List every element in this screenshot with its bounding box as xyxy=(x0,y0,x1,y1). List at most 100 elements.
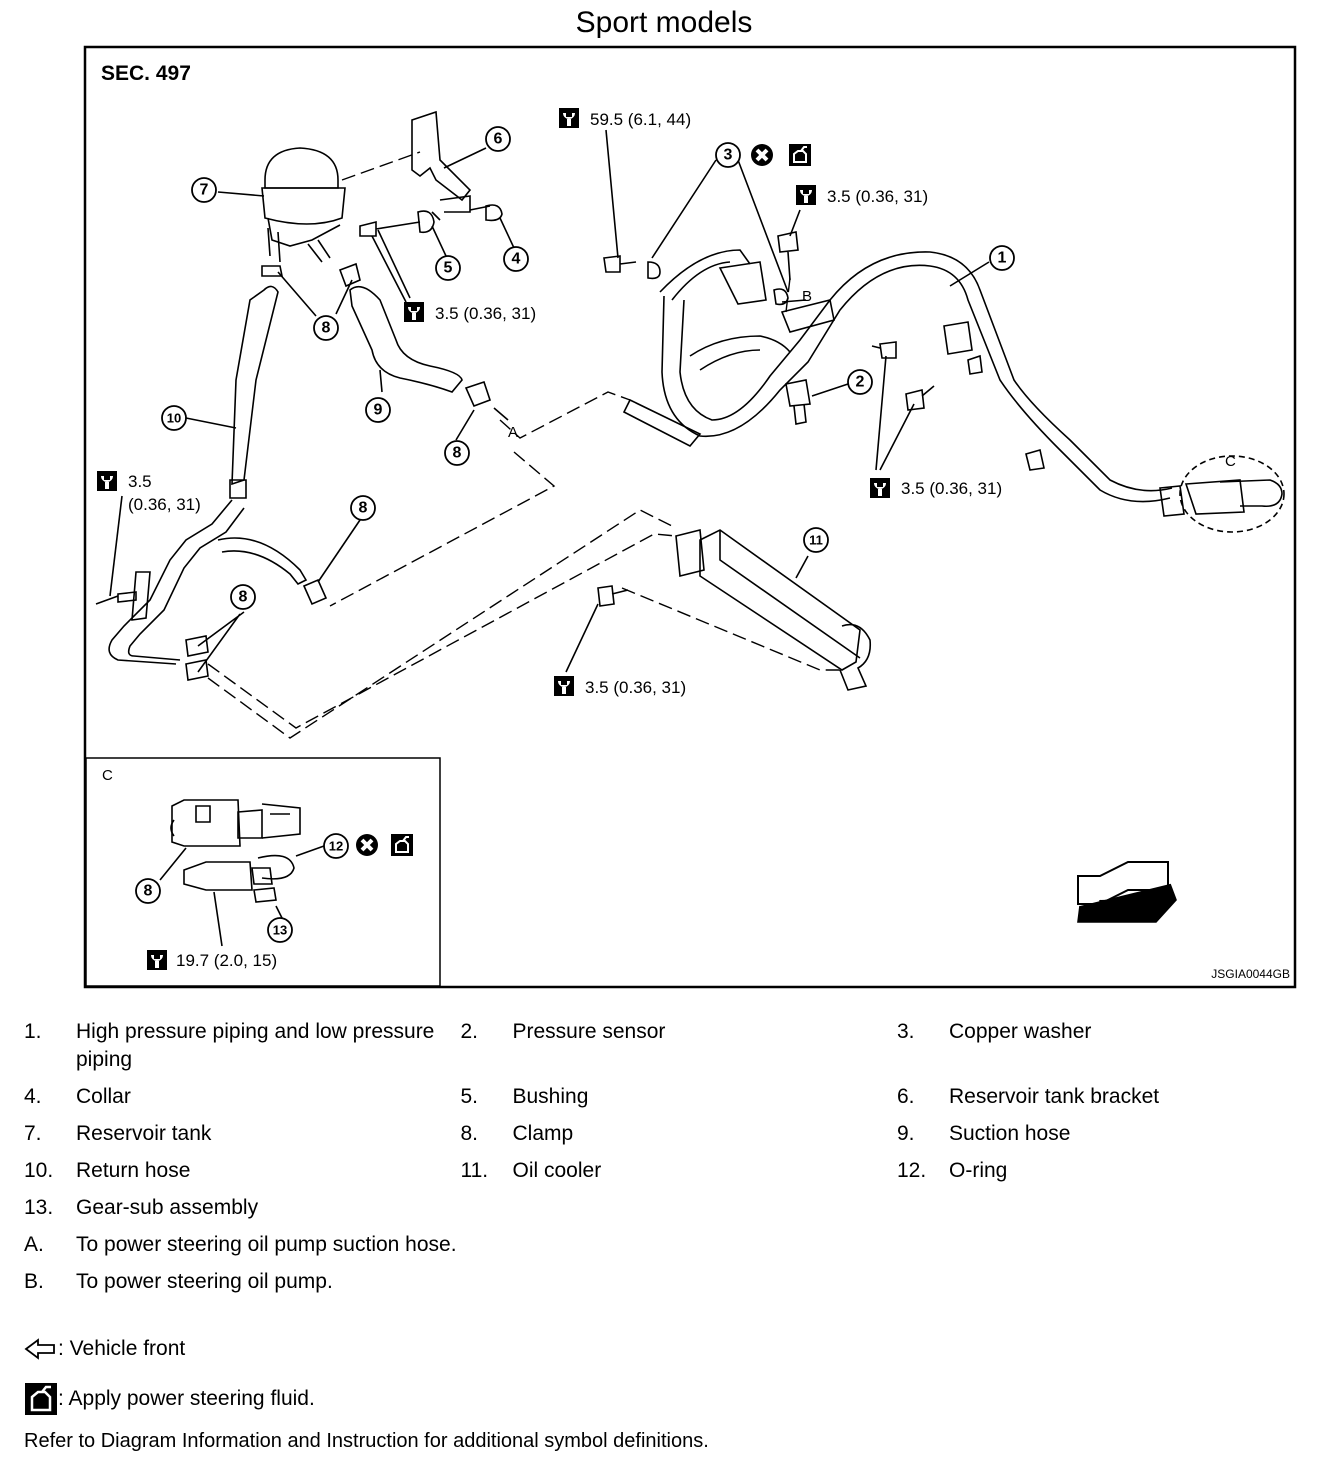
legend-text: To power steering oil pump. xyxy=(76,1270,333,1293)
svg-text:12: 12 xyxy=(329,839,343,854)
callout-8-d: 8 xyxy=(230,584,256,610)
legend-row: 13. Gear-sub assembly xyxy=(24,1194,1314,1222)
svg-text:7: 7 xyxy=(200,182,209,199)
legend-num: 8. xyxy=(460,1122,479,1145)
svg-text:13: 13 xyxy=(273,923,287,938)
legend-text: Gear-sub assembly xyxy=(76,1196,259,1219)
legend-num: 3. xyxy=(897,1020,915,1043)
callout-1: 1 xyxy=(989,245,1015,271)
legend-row: 1.High pressure piping and low pressure … xyxy=(24,1018,1314,1074)
callout-10: 10 xyxy=(161,405,187,431)
legend-num: A. xyxy=(24,1233,44,1256)
legend-text: Reservoir tank bracket xyxy=(949,1085,1160,1108)
ref-letter-c: C xyxy=(1225,453,1236,470)
replace-icon xyxy=(749,142,775,168)
ref-letter-a: A xyxy=(508,424,518,441)
legend-text: High pressure piping and low pressure pi… xyxy=(76,1020,435,1071)
legend-num: 2. xyxy=(460,1020,479,1043)
inset-frame xyxy=(85,757,441,987)
callout-8-b: 8 xyxy=(444,440,470,466)
svg-text:10: 10 xyxy=(167,411,181,426)
legend-num: 7. xyxy=(24,1122,42,1145)
callout-11: 11 xyxy=(803,527,829,553)
svg-text:9: 9 xyxy=(374,402,383,419)
parts-legend: 1.High pressure piping and low pressure … xyxy=(24,1018,1314,1305)
svg-text:8: 8 xyxy=(453,445,462,462)
legend-num: 9. xyxy=(897,1122,915,1145)
legend-num: 12. xyxy=(897,1159,927,1182)
legend-text: Oil cooler xyxy=(512,1159,602,1182)
callout-7: 7 xyxy=(191,177,217,203)
svg-text:1: 1 xyxy=(998,250,1007,267)
svg-text:5: 5 xyxy=(444,260,453,277)
torque-wrench-icon xyxy=(559,108,579,128)
torque-3-5-left-sub: (0.36, 31) xyxy=(128,495,201,514)
note-refer: Refer to Diagram Information and Instruc… xyxy=(24,1430,709,1453)
callout-9: 9 xyxy=(365,397,391,423)
legend-text: Reservoir tank xyxy=(76,1122,212,1145)
oil-can-icon xyxy=(25,1383,57,1415)
legend-row: B. To power steering oil pump. xyxy=(24,1268,1314,1296)
callout-3: 3 xyxy=(715,142,741,168)
diagram-title: Sport models xyxy=(575,6,753,39)
legend-text: Bushing xyxy=(512,1085,589,1108)
legend-text: Pressure sensor xyxy=(512,1020,666,1043)
ref-letter-b: B xyxy=(802,288,812,305)
legend-text: Collar xyxy=(76,1085,131,1108)
replace-icon xyxy=(354,832,380,858)
torque-3-5-right-bottom: 3.5 (0.36, 31) xyxy=(901,479,1002,498)
torque-3-5-right-top: 3.5 (0.36, 31) xyxy=(827,187,928,206)
torque-labels: 59.5 (6.1, 44) 3.5 (0.36, 31) 3.5 (0.36,… xyxy=(97,108,1002,970)
legend-text: To power steering oil pump suction hose. xyxy=(76,1233,457,1256)
legend-num: B. xyxy=(24,1270,44,1293)
legend-num: 10. xyxy=(24,1159,54,1182)
torque-wrench-icon xyxy=(404,302,424,322)
piping-diagram: SEC. 497 JSGIA0044GB C xyxy=(83,45,1297,989)
oil-can-icon xyxy=(390,833,414,857)
callout-6: 6 xyxy=(485,126,511,152)
legend-text: Suction hose xyxy=(949,1122,1071,1145)
legend-num: 11. xyxy=(460,1159,489,1182)
inset-c-label: C xyxy=(102,767,113,784)
callout-13: 13 xyxy=(267,917,293,943)
svg-text:6: 6 xyxy=(494,131,503,148)
note-vehicle-front-text: : Vehicle front xyxy=(58,1337,186,1360)
legend-text: Copper washer xyxy=(949,1020,1092,1043)
torque-wrench-icon xyxy=(796,185,816,205)
torque-wrench-icon xyxy=(870,478,890,498)
legend-text: O-ring xyxy=(949,1159,1008,1182)
svg-text:4: 4 xyxy=(512,251,521,268)
svg-text:8: 8 xyxy=(359,500,368,517)
torque-3-5-cooler: 3.5 (0.36, 31) xyxy=(585,678,686,697)
svg-text:2: 2 xyxy=(856,374,865,391)
svg-text:8: 8 xyxy=(322,320,331,337)
legend-row: 4. Collar 5. Bushing 6. Reservoir tank brac… xyxy=(24,1083,1314,1111)
legend-num: 13. xyxy=(24,1196,54,1219)
torque-wrench-icon xyxy=(147,950,167,970)
torque-19-7: 19.7 (2.0, 15) xyxy=(176,951,277,970)
torque-wrench-icon xyxy=(554,676,574,696)
legend-text: Clamp xyxy=(512,1122,574,1145)
note-apply-fluid: : Apply power steering fluid. xyxy=(24,1382,315,1416)
note-apply-fluid-text: : Apply power steering fluid. xyxy=(58,1387,315,1410)
image-code: JSGIA0044GB xyxy=(1211,967,1290,981)
legend-row: 7. Reservoir tank 8. Clamp 9. Suction hose xyxy=(24,1120,1314,1148)
vehicle-front-arrow-icon xyxy=(24,1338,55,1360)
section-label: SEC. 497 xyxy=(101,62,191,85)
torque-wrench-icon xyxy=(97,471,117,491)
line-art xyxy=(95,110,1285,947)
callout-12: 12 xyxy=(323,833,349,859)
svg-text:8: 8 xyxy=(239,589,248,606)
callout-8-e: 8 xyxy=(135,878,161,904)
legend-num: 4. xyxy=(24,1085,42,1108)
legend-row: A. To power steering oil pump suction hos… xyxy=(24,1231,1314,1259)
legend-num: 6. xyxy=(897,1085,915,1108)
callout-8-c: 8 xyxy=(350,495,376,521)
note-vehicle-front: : Vehicle front xyxy=(24,1336,185,1362)
torque-3-5-left: 3.5 xyxy=(128,472,152,491)
legend-num: 5. xyxy=(460,1085,479,1108)
svg-text:3: 3 xyxy=(724,147,733,164)
torque-3-5-reservoir: 3.5 (0.36, 31) xyxy=(435,304,536,323)
callouts: 1 2 3 4 5 6 7 8 8 8 8 8 9 10 11 12 13 xyxy=(135,126,1015,943)
legend-row: 10.Return hose 11.Oil cooler 12.O-ring xyxy=(24,1157,1314,1185)
